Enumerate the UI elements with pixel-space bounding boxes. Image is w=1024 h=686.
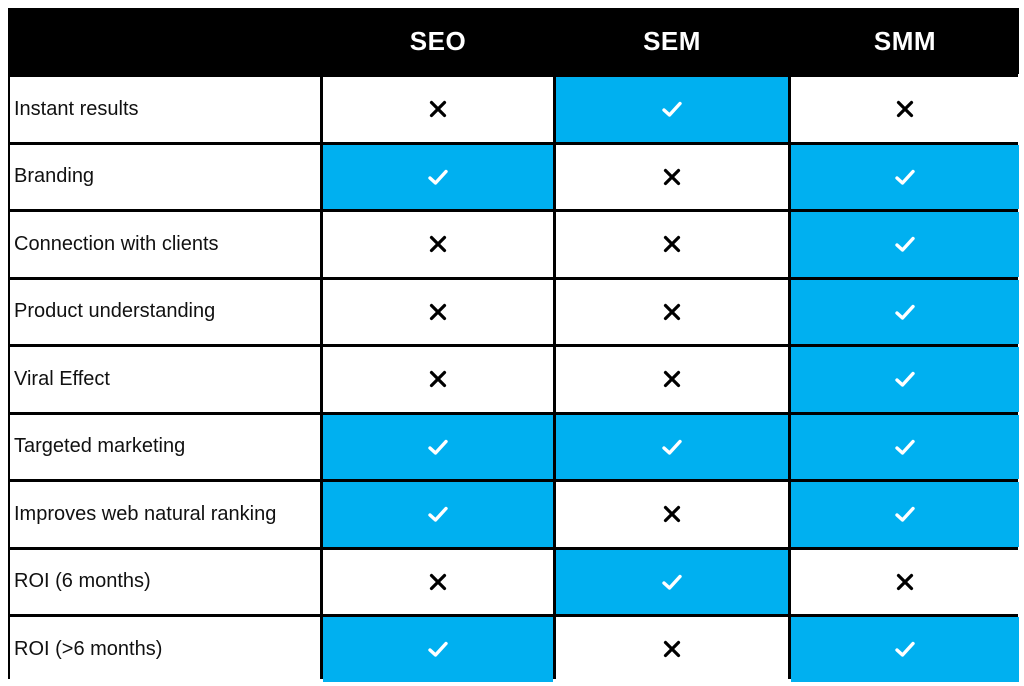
- cell-smm: [791, 279, 1019, 344]
- cell-sem: [556, 482, 788, 547]
- cross-icon: [663, 505, 681, 523]
- cell-sem: [556, 144, 788, 209]
- cell-seo: [323, 617, 553, 682]
- check-icon: [895, 371, 915, 387]
- cell-sem: [556, 414, 788, 479]
- cell-sem: [556, 212, 788, 277]
- cell-sem: [556, 549, 788, 614]
- cell-sem: [556, 347, 788, 412]
- cross-icon: [663, 640, 681, 658]
- check-icon: [428, 506, 448, 522]
- cell-sem: [556, 617, 788, 682]
- cross-icon: [429, 370, 447, 388]
- check-icon: [428, 169, 448, 185]
- cell-seo: [323, 144, 553, 209]
- check-icon: [662, 574, 682, 590]
- cell-smm: [791, 212, 1019, 277]
- cell-seo: [323, 414, 553, 479]
- cross-icon: [429, 573, 447, 591]
- cross-icon: [429, 235, 447, 253]
- check-icon: [428, 641, 448, 657]
- cross-icon: [896, 573, 914, 591]
- row-label: Product understanding: [10, 279, 320, 344]
- column-header-seo: SEO: [323, 8, 553, 74]
- cross-icon: [663, 370, 681, 388]
- check-icon: [895, 304, 915, 320]
- cell-smm: [791, 414, 1019, 479]
- column-header-smm: SMM: [791, 8, 1019, 74]
- check-icon: [662, 101, 682, 117]
- column-header-sem: SEM: [556, 8, 788, 74]
- row-label: Improves web natural ranking: [10, 482, 320, 547]
- cell-seo: [323, 482, 553, 547]
- cell-smm: [791, 347, 1019, 412]
- cross-icon: [896, 100, 914, 118]
- cell-sem: [556, 279, 788, 344]
- row-label: Viral Effect: [10, 347, 320, 412]
- check-icon: [895, 439, 915, 455]
- cell-seo: [323, 347, 553, 412]
- cell-smm: [791, 617, 1019, 682]
- cross-icon: [429, 100, 447, 118]
- cell-seo: [323, 212, 553, 277]
- cell-smm: [791, 77, 1019, 142]
- check-icon: [895, 236, 915, 252]
- row-label: Targeted marketing: [10, 414, 320, 479]
- cross-icon: [663, 303, 681, 321]
- check-icon: [895, 506, 915, 522]
- check-icon: [662, 439, 682, 455]
- check-icon: [428, 439, 448, 455]
- row-label: Connection with clients: [10, 212, 320, 277]
- row-label: ROI (>6 months): [10, 617, 320, 682]
- check-icon: [895, 641, 915, 657]
- header-corner: [10, 8, 320, 74]
- cell-seo: [323, 279, 553, 344]
- cross-icon: [429, 303, 447, 321]
- cross-icon: [663, 168, 681, 186]
- check-icon: [895, 169, 915, 185]
- row-label: Instant results: [10, 77, 320, 142]
- cell-smm: [791, 549, 1019, 614]
- cell-smm: [791, 144, 1019, 209]
- cell-seo: [323, 549, 553, 614]
- row-label: Branding: [10, 144, 320, 209]
- cell-sem: [556, 77, 788, 142]
- cell-seo: [323, 77, 553, 142]
- cell-smm: [791, 482, 1019, 547]
- cross-icon: [663, 235, 681, 253]
- row-label: ROI (6 months): [10, 549, 320, 614]
